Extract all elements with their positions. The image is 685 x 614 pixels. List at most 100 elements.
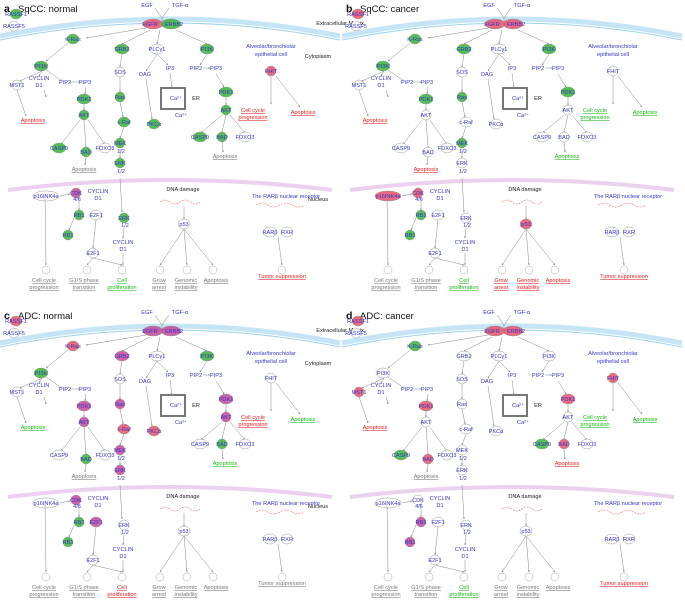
- edge: [385, 89, 389, 98]
- akt-left: AKT: [79, 113, 90, 119]
- apoptosis-outcome-2: Apoptosis: [291, 417, 316, 423]
- edge: [487, 385, 495, 427]
- e2f1-free: E2F1: [428, 558, 441, 564]
- edge: [461, 126, 467, 139]
- er-box: [160, 394, 186, 417]
- prolif-label-1: Cell: [459, 585, 469, 591]
- edge: [427, 334, 489, 346]
- apoptosis-outcome-1: Apoptosis: [21, 118, 46, 124]
- mek: MEK: [114, 141, 126, 147]
- genomic-label-2: instability: [516, 592, 539, 598]
- edge: [511, 72, 515, 89]
- edge: [525, 228, 530, 266]
- cdk-46: 4/6: [415, 504, 423, 510]
- craf: c-Raf: [117, 427, 131, 433]
- edge: [425, 119, 430, 148]
- craf: c-Raf: [117, 120, 131, 126]
- outcome-node: [619, 265, 629, 275]
- edge: [277, 543, 283, 573]
- panel-title: ADC: normal: [18, 311, 72, 322]
- kras: K-Ras: [65, 37, 81, 43]
- erk-nuc-shape: [460, 212, 472, 224]
- cyclin-lower-label: CYCLIN: [113, 240, 134, 246]
- edge: [402, 426, 423, 451]
- rarb-receptor-label: The RARβ nuclear receptor: [252, 194, 320, 200]
- g1s-label-1: G1/S phase: [411, 585, 441, 591]
- akt-left: AKT: [421, 420, 432, 426]
- erk-nuc-shape: [118, 519, 130, 531]
- cell-cycle-outcome-2: progression: [238, 422, 267, 428]
- dna-strand-2: [255, 509, 305, 515]
- edge: [83, 426, 88, 455]
- edge: [156, 360, 169, 373]
- edge: [563, 448, 566, 460]
- edge: [159, 535, 185, 573]
- foxo3-left: FOXO3: [96, 453, 115, 459]
- rarb-shape: [604, 226, 620, 238]
- outcome-node: [550, 572, 560, 582]
- apoptosis-outcome-4: Apoptosis: [555, 154, 580, 160]
- e2f1-free: E2F1: [86, 558, 99, 564]
- mst1: MST1: [10, 390, 25, 396]
- edge: [38, 377, 43, 384]
- e2f1: E2F1: [431, 213, 444, 219]
- fhit: FHIT: [265, 69, 278, 75]
- edge: [557, 380, 567, 395]
- nuclear-membrane: [7, 485, 333, 499]
- erbb2-shape: [502, 18, 524, 30]
- outcome-node: [497, 265, 507, 275]
- g1s-label-1: G1/S phase: [69, 278, 99, 284]
- rxr: RXR: [623, 537, 635, 543]
- kras: K-Ras: [407, 37, 423, 43]
- edge: [425, 426, 430, 455]
- pip3-right-label: PIP3: [210, 66, 222, 72]
- foxo3-right: FOXO3: [578, 442, 597, 448]
- ligand-receptor-glyph: [154, 7, 170, 22]
- egf-label: EGF: [141, 3, 153, 9]
- grb2: GRB2: [456, 47, 471, 53]
- pdk1-right: PDK1: [219, 90, 234, 96]
- erk-nuc-shape: [118, 212, 130, 224]
- pi3k-top: PI3K: [543, 47, 555, 53]
- er-box: [502, 87, 528, 110]
- epithelial-label: epithelial cell: [597, 52, 629, 58]
- genomic-label-2: instability: [174, 592, 197, 598]
- tgfa-label: TGF-α: [172, 310, 189, 316]
- outcome-node: [182, 265, 192, 275]
- outcome-node: [82, 265, 92, 275]
- akt-right: AKT: [221, 108, 232, 114]
- apoptosis-outcome-3: Apoptosis: [414, 474, 439, 480]
- apoptosis-outcome-3: Apoptosis: [414, 167, 439, 173]
- rarb-receptor-label: The RARβ nuclear receptor: [252, 501, 320, 507]
- edge: [92, 219, 97, 249]
- pkca-shape: [147, 425, 161, 437]
- akt-right: AKT: [563, 415, 574, 421]
- p16-shape: [32, 497, 60, 509]
- edge: [122, 534, 125, 546]
- edge: [156, 336, 161, 352]
- edge: [92, 257, 123, 266]
- ip3-label: IP3: [508, 66, 516, 72]
- outcome-node: [208, 265, 218, 275]
- edge: [169, 379, 173, 396]
- mek-half: 1/2: [117, 149, 125, 155]
- p16: p16INK4a: [376, 501, 402, 507]
- panel-letter: d: [346, 310, 352, 322]
- edge: [16, 396, 27, 424]
- alveolar-label: Alveolar/bronchiolar: [588, 351, 638, 357]
- apoptosis-outcome-3: Apoptosis: [72, 474, 97, 480]
- edge: [511, 379, 515, 396]
- mek-half: 1/2: [459, 456, 467, 462]
- bad-left: BAD: [80, 150, 92, 156]
- edge: [387, 42, 411, 62]
- epithelial-label: epithelial cell: [255, 52, 287, 58]
- mek: MEK: [114, 448, 126, 454]
- outcome-node: [41, 572, 51, 582]
- g1s-label-2: transition: [415, 592, 438, 598]
- edge: [434, 564, 465, 573]
- pip2-label: PIP2: [401, 80, 413, 86]
- apoptosis-outcome-4: Apoptosis: [213, 154, 238, 160]
